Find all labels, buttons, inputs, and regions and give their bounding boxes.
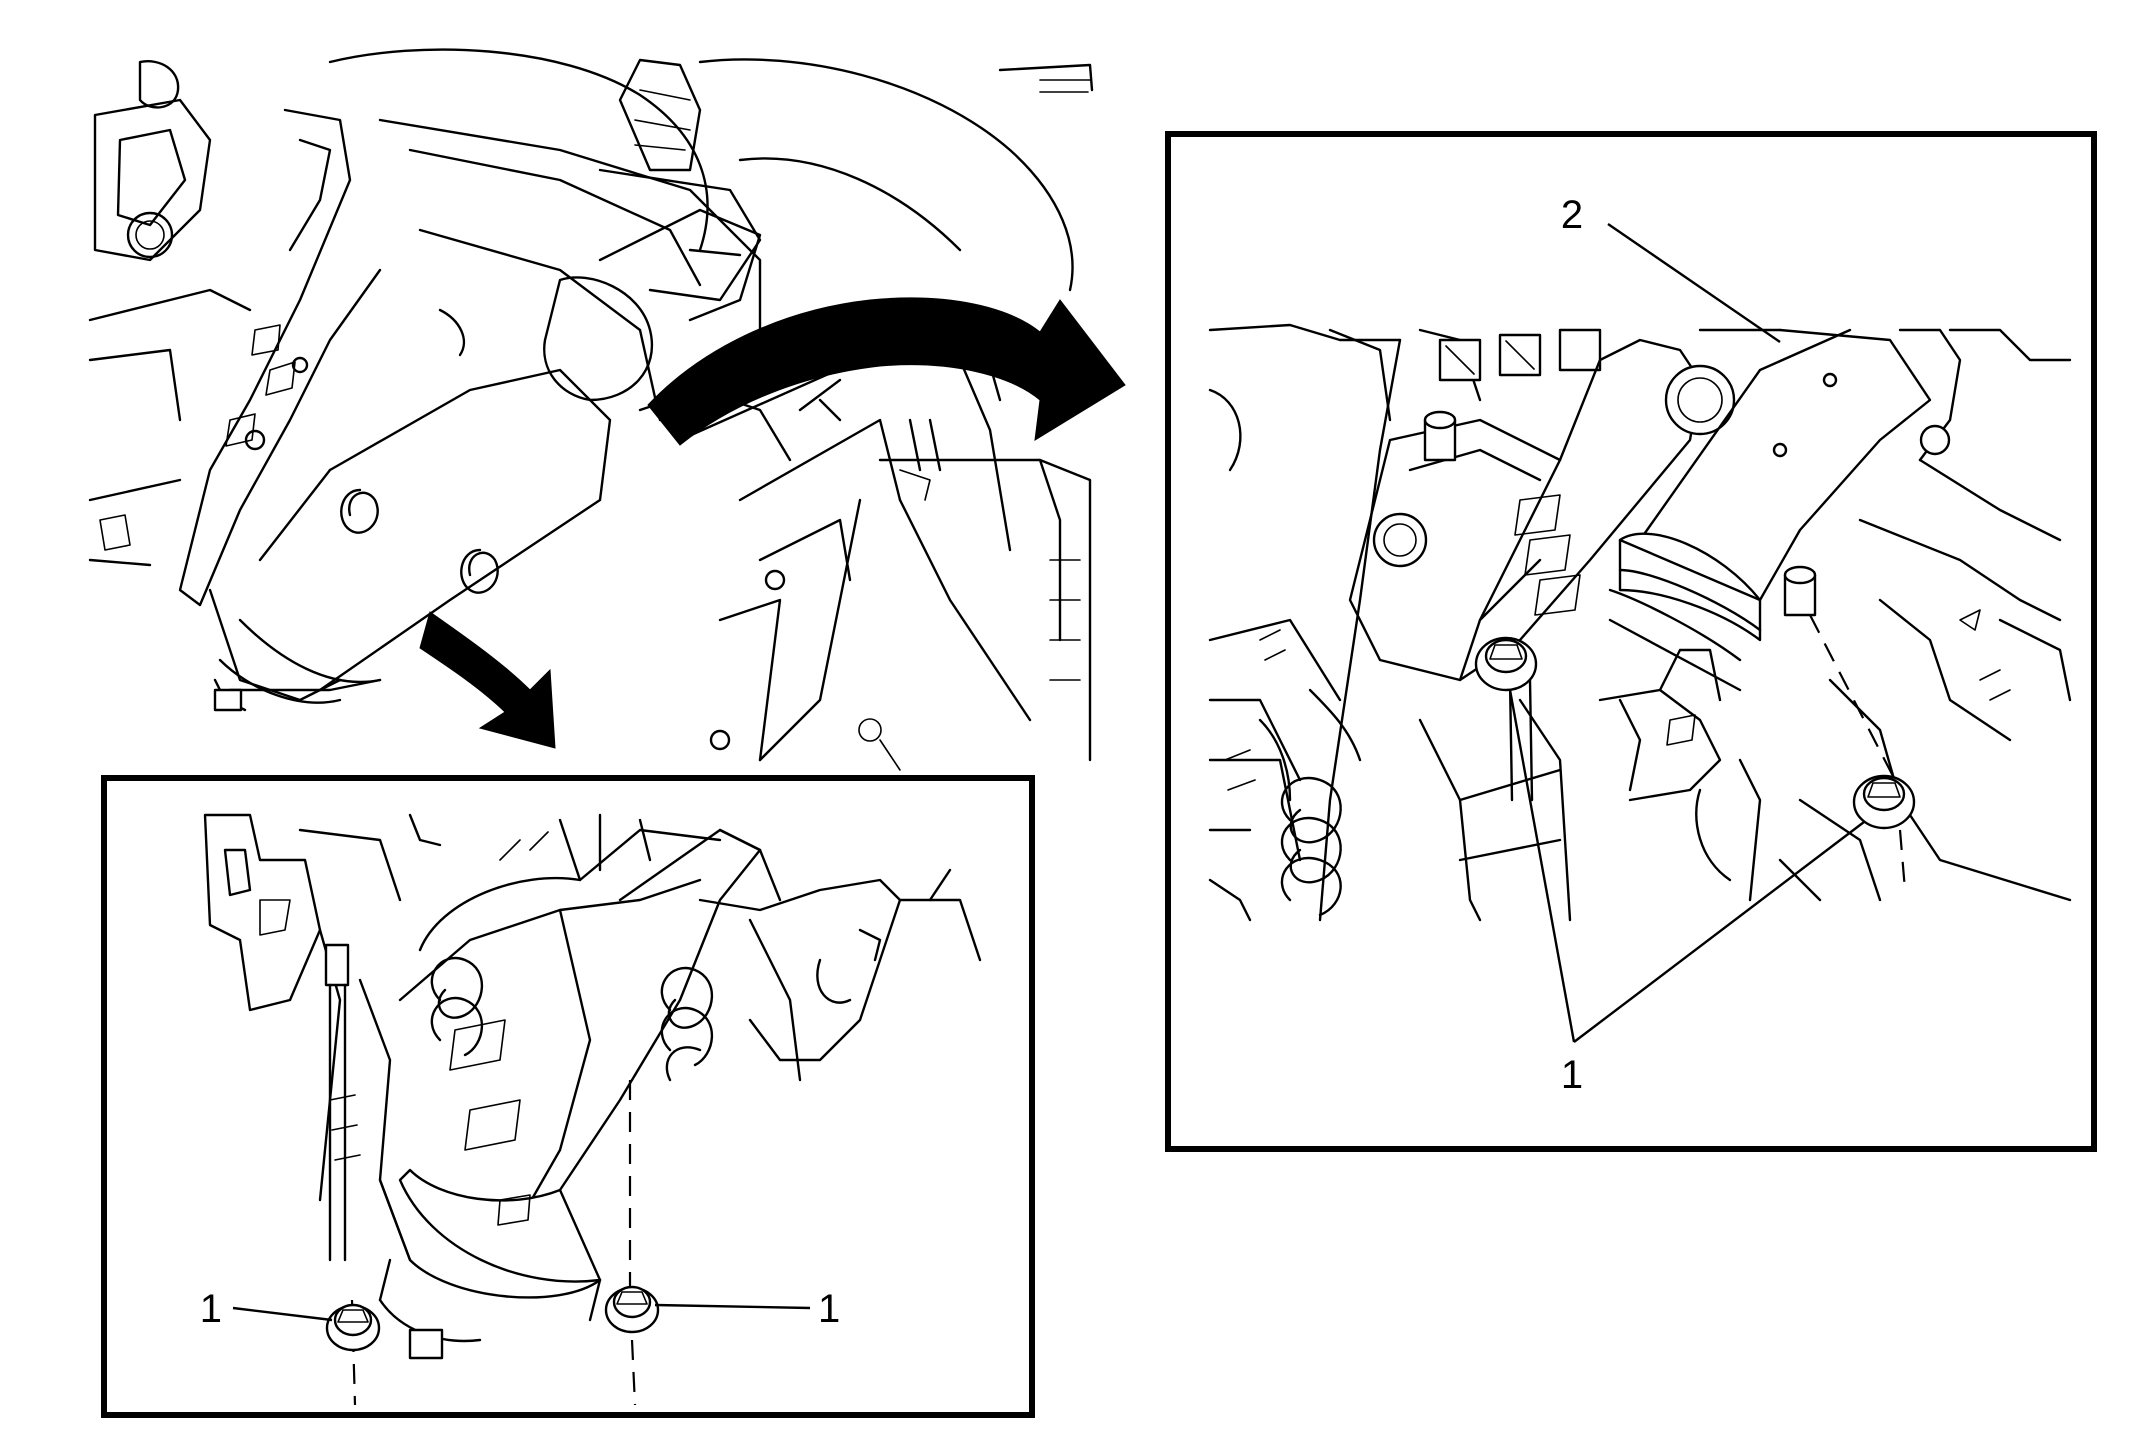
- callout-label-fasteners: 1: [1561, 1053, 1583, 1097]
- callout-label-fastener-left: 1: [200, 1287, 222, 1331]
- leader-line-fastener-lower: [1573, 821, 1865, 1043]
- leader-line-column: [1607, 223, 1781, 343]
- lower-detail-frame: [101, 775, 1035, 1418]
- leader-line-fastener-right: [654, 1303, 811, 1310]
- lower-detail-view: [203, 813, 982, 1406]
- leader-line-fastener-upper: [1508, 689, 1576, 1043]
- main-view-steering-column: [88, 48, 1126, 771]
- leader-line-fastener-left: [232, 1306, 333, 1322]
- callout-label-fastener-right: 1: [818, 1287, 840, 1331]
- callout-label-column: 2: [1561, 193, 1583, 237]
- right-detail-frame: [1165, 131, 2097, 1152]
- right-detail-view: [1208, 323, 2072, 922]
